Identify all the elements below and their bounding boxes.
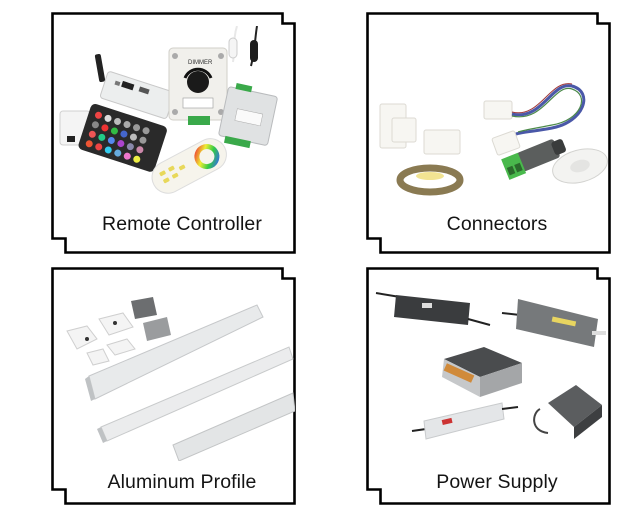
category-card-aluminum-profile[interactable]: Aluminum Profile — [51, 267, 309, 522]
remote-controller-product-image: DIMMER — [59, 26, 278, 194]
power-supply-product-image — [375, 292, 606, 440]
category-label: Power Supply — [436, 471, 558, 493]
aluminum-profile-product-image — [66, 297, 295, 461]
category-label: Aluminum Profile — [107, 471, 257, 493]
category-card-remote-controller[interactable]: DIMMER — [51, 12, 309, 267]
svg-text:DIMMER: DIMMER — [188, 60, 213, 66]
category-card-connectors[interactable]: Connectors — [366, 12, 624, 267]
category-label: Remote Controller — [102, 213, 262, 235]
category-label: Connectors — [446, 213, 548, 235]
category-card-power-supply[interactable]: Power Supply — [366, 267, 624, 522]
connectors-product-image — [379, 83, 608, 196]
